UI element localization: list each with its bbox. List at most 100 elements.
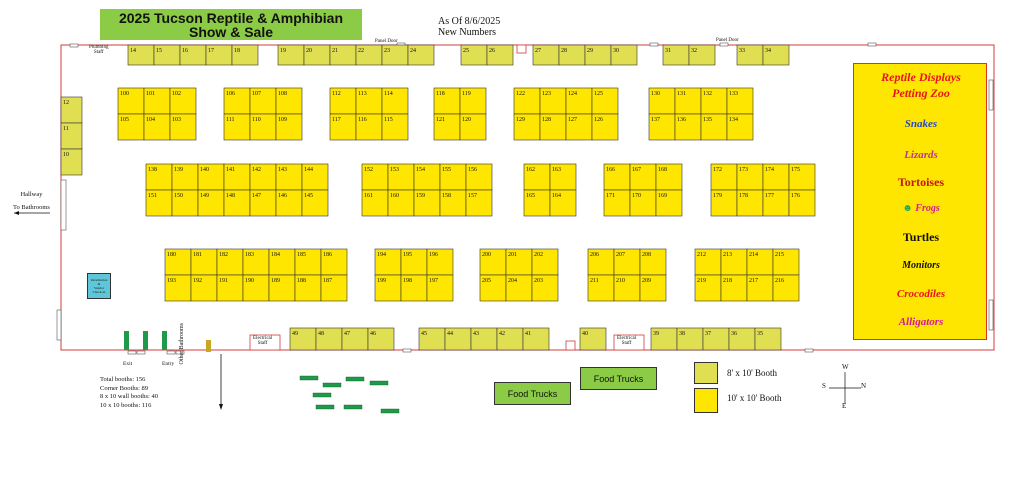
booth-number: 201: [508, 252, 517, 258]
booth-175: 175: [788, 163, 816, 191]
booth-box: [655, 189, 683, 217]
booth-number: 23: [384, 48, 390, 54]
booth-number: 49: [292, 331, 298, 337]
booth-number: 40: [582, 331, 588, 337]
booth-14: 14: [127, 44, 155, 66]
booth-210: 210: [613, 274, 641, 302]
booth-106: 106: [223, 87, 251, 115]
booth-number: 108: [278, 91, 287, 97]
booth-box: [275, 113, 303, 141]
booth-box: [374, 248, 402, 276]
legend-label-8x10: 8' x 10' Booth: [727, 368, 777, 378]
booth-number: 164: [552, 193, 561, 199]
info-line-4: Check-in: [92, 290, 106, 294]
booth-36: 36: [728, 327, 756, 351]
vendor-table: [369, 380, 389, 386]
booth-124: 124: [565, 87, 593, 115]
booth-161: 161: [361, 189, 389, 217]
booth-number: 169: [658, 193, 667, 199]
food-trucks-2: Food Trucks: [494, 382, 571, 405]
booth-number: 158: [442, 193, 451, 199]
booth-177: 177: [762, 189, 790, 217]
vendor-table: [312, 392, 332, 398]
booth-42: 42: [496, 327, 524, 351]
sign-line-7: Turtles: [902, 230, 940, 244]
booth-number: 42: [499, 331, 505, 337]
booth-number: 106: [226, 91, 235, 97]
booth-box: [60, 148, 83, 176]
booth-number: 165: [526, 193, 535, 199]
booth-box: [381, 113, 409, 141]
booth-187: 187: [320, 274, 348, 302]
booth-box: [197, 189, 225, 217]
booth-number: 161: [364, 193, 373, 199]
booth-number: 176: [791, 193, 800, 199]
booth-135: 135: [700, 113, 728, 141]
booth-39: 39: [650, 327, 678, 351]
booth-box: [171, 163, 199, 191]
stat-10x10: 10 x 10 booths: 116: [100, 401, 152, 409]
booth-box: [164, 274, 192, 302]
to-bathrooms-text: To Bathrooms: [13, 204, 50, 211]
booth-number: 146: [278, 193, 287, 199]
booth-number: 213: [723, 252, 732, 258]
booth-191: 191: [216, 274, 244, 302]
booth-32: 32: [688, 44, 716, 66]
booth-205: 205: [479, 274, 507, 302]
booth-number: 45: [421, 331, 427, 337]
booth-number: 113: [358, 91, 367, 97]
booth-214: 214: [746, 248, 774, 276]
booth-217: 217: [746, 274, 774, 302]
booth-box: [407, 44, 435, 66]
booth-box: [613, 274, 641, 302]
booth-box: [413, 189, 441, 217]
compass-s: S: [822, 382, 826, 390]
booth-number: 134: [729, 117, 738, 123]
booth-number: 205: [482, 278, 491, 284]
booth-number: 135: [703, 117, 712, 123]
booth-181: 181: [190, 248, 218, 276]
booth-box: [465, 163, 493, 191]
booth-box: [145, 189, 173, 217]
booth-box: [726, 87, 754, 115]
booth-box: [639, 274, 667, 302]
booth-112: 112: [329, 87, 357, 115]
booth-151: 151: [145, 189, 173, 217]
booth-number: 11: [63, 126, 69, 132]
booth-box: [169, 87, 197, 115]
booth-number: 101: [146, 91, 155, 97]
booth-number: 179: [713, 193, 722, 199]
booth-131: 131: [674, 87, 702, 115]
booth-number: 178: [739, 193, 748, 199]
booth-140: 140: [197, 163, 225, 191]
booth-number: 144: [304, 167, 313, 173]
sign-line-9: Crocodiles: [896, 288, 946, 300]
booth-number: 184: [271, 252, 280, 258]
booth-25: 25: [460, 44, 488, 66]
booth-box: [788, 189, 816, 217]
booth-number: 30: [613, 48, 619, 54]
booth-208: 208: [639, 248, 667, 276]
booth-box: [700, 113, 728, 141]
side-door-mark: [988, 79, 994, 111]
booth-number: 15: [156, 48, 162, 54]
electrical-room-1: [249, 334, 281, 351]
booth-number: 196: [429, 252, 438, 258]
booth-box: [459, 113, 487, 141]
vendor-table: [315, 404, 335, 410]
electrical-room-2: [613, 334, 645, 351]
booth-number: 211: [590, 278, 599, 284]
booth-110: 110: [249, 113, 277, 141]
booth-number: 171: [606, 193, 615, 199]
booth-number: 218: [723, 278, 732, 284]
booth-number: 143: [278, 167, 287, 173]
booth-box: [549, 189, 577, 217]
booth-number: 33: [739, 48, 745, 54]
booth-166: 166: [603, 163, 631, 191]
booth-196: 196: [426, 248, 454, 276]
booth-213: 213: [720, 248, 748, 276]
booth-box: [164, 248, 192, 276]
booth-number: 140: [200, 167, 209, 173]
booth-number: 100: [120, 91, 129, 97]
legend-swatch-10x10: [694, 388, 718, 413]
